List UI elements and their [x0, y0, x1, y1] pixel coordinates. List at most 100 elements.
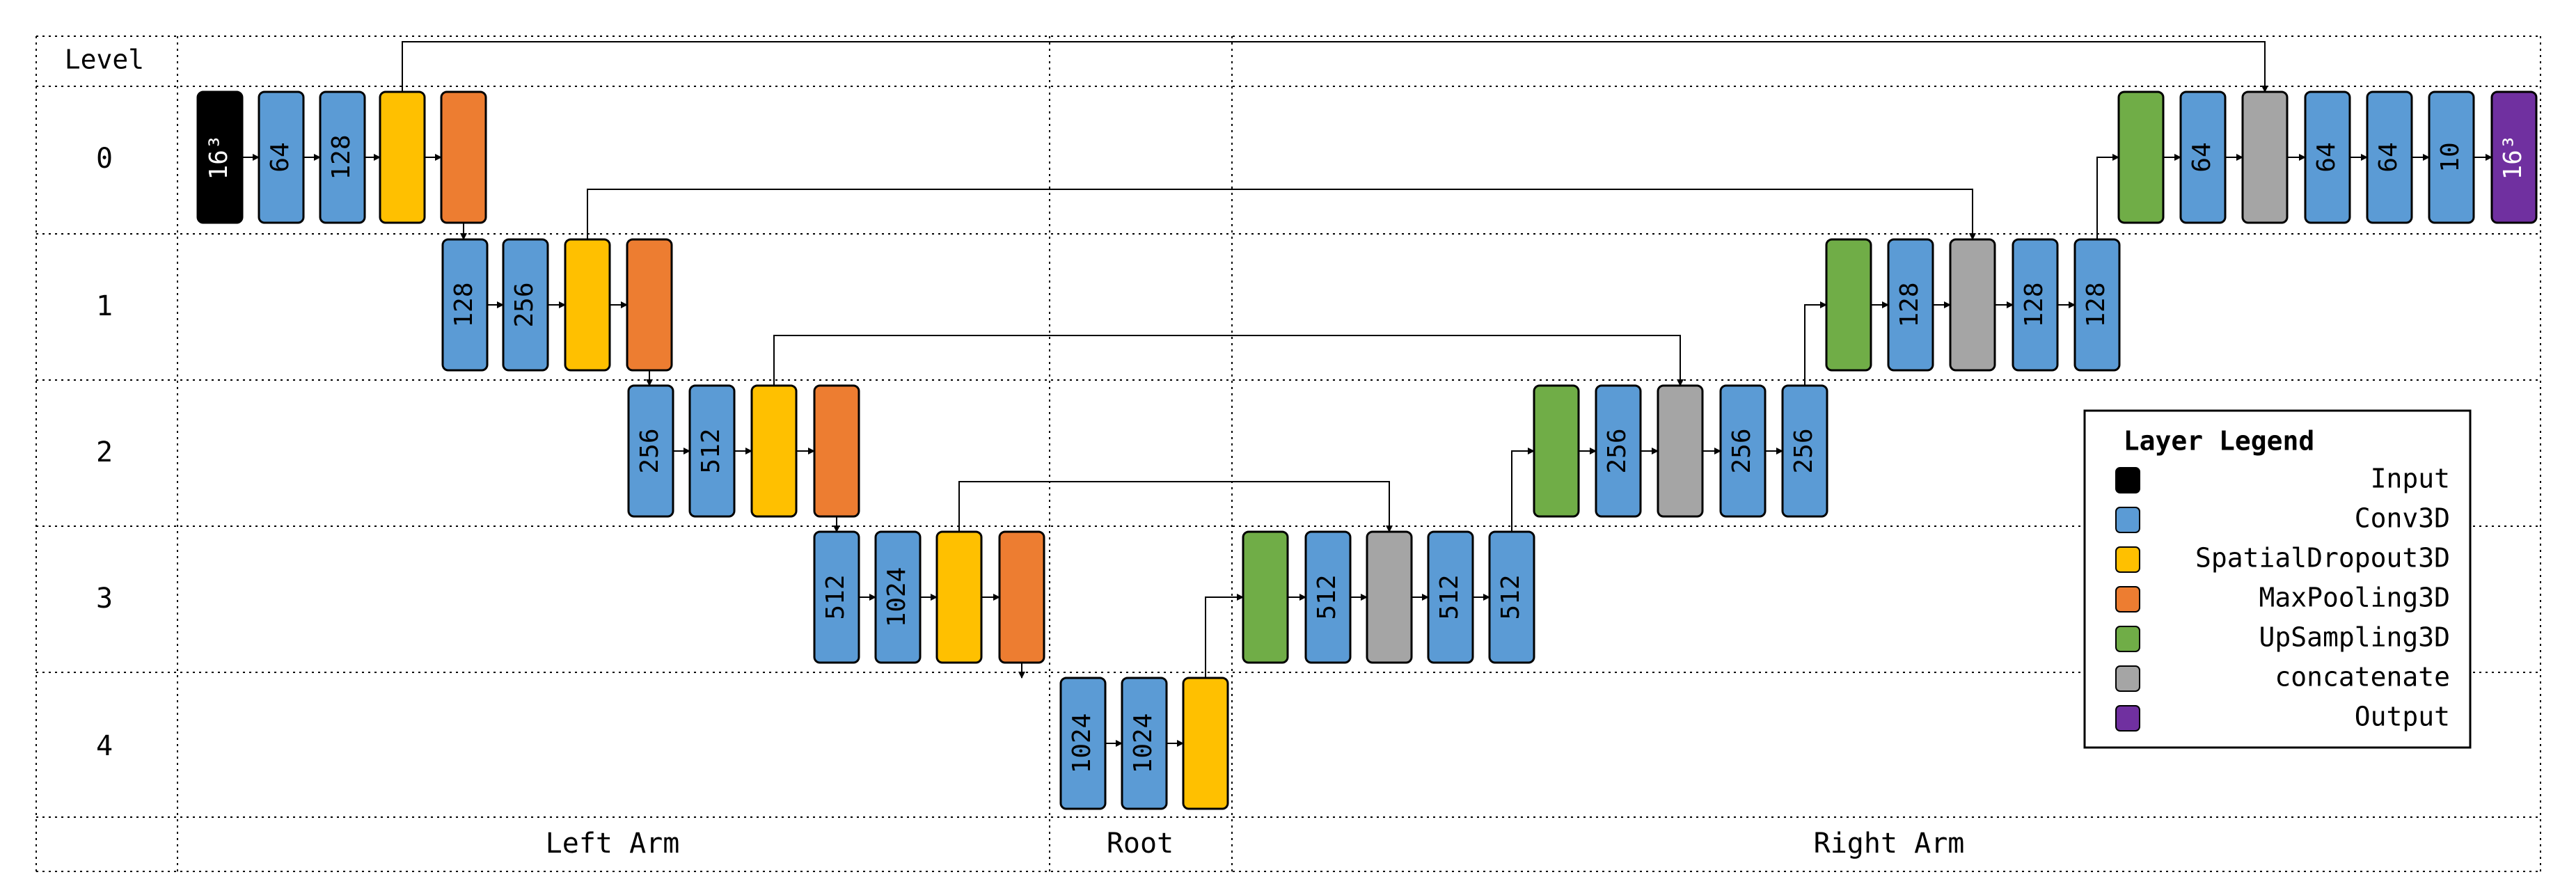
legend-item-upsampling3d: UpSampling3D: [2115, 622, 2450, 653]
block-label: 16³: [205, 134, 233, 180]
block-label: 64: [2312, 142, 2341, 172]
legend-label: concatenate: [2275, 662, 2450, 693]
conv3d-block: [1781, 384, 1828, 518]
block-r0c: 64: [2366, 90, 2413, 224]
block-label: 512: [1313, 574, 1341, 619]
concatenate-block: [1366, 530, 1413, 664]
block-u0: [2117, 90, 2165, 224]
conv3d-block: [813, 530, 860, 664]
block-label: 256: [1728, 428, 1756, 473]
block-c1a: 128: [441, 238, 489, 372]
layer-legend: Layer Legend InputConv3DSpatialDropout3D…: [2083, 409, 2472, 749]
conv3d-block: [688, 384, 736, 518]
legend-item-input: Input: [2115, 464, 2450, 494]
conv3d-block: [874, 530, 922, 664]
block-r3a: 512: [1304, 530, 1352, 664]
upsampling3d-block: [1242, 530, 1289, 664]
block-u2: [1533, 384, 1580, 518]
block-label: 512: [697, 428, 725, 473]
conv3d-block: [2012, 238, 2059, 372]
concatenate-block: [1657, 384, 1704, 518]
conv3d-block: [1595, 384, 1642, 518]
conv3d-block: [1887, 238, 1934, 372]
block-r3b: 512: [1427, 530, 1474, 664]
block-r1b: 128: [2012, 238, 2059, 372]
layer-blocks: 16³ 64 128 128 256 256 512 512 1024 1024 1024 512 51…: [196, 90, 2538, 810]
conv3d-block: [1427, 530, 1474, 664]
block-d0: [379, 90, 426, 224]
input-block: [196, 90, 244, 224]
block-label: 256: [1603, 428, 1631, 473]
conv3d-block: [2366, 90, 2413, 224]
block-label: 128: [1895, 282, 1924, 327]
block-label: 256: [510, 282, 539, 327]
block-p2: [813, 384, 860, 518]
legend-label: Output: [2355, 702, 2450, 732]
right-arm-label: Right Arm: [1814, 828, 1965, 860]
block-label: 1024: [1129, 713, 1157, 774]
block-r1c: 128: [2073, 238, 2121, 372]
block-c2a: 256: [627, 384, 674, 518]
legend-label: MaxPooling3D: [2259, 583, 2450, 613]
block-c3a: 512: [813, 530, 860, 664]
block-r2b: 256: [1719, 384, 1767, 518]
block-c2b: 512: [688, 384, 736, 518]
legend-label: Conv3D: [2355, 503, 2450, 534]
block-label: 512: [1435, 574, 1464, 619]
block-r0a: 64: [2179, 90, 2227, 224]
upsampling3d-block: [1825, 238, 1872, 372]
edge-r1c-u0: [2096, 154, 2119, 239]
legend-item-maxpooling3d: MaxPooling3D: [2115, 583, 2450, 613]
block-k1: [1949, 238, 1996, 372]
block-label: 256: [1789, 428, 1818, 473]
block-label: 1024: [883, 567, 911, 628]
block-k3: [1366, 530, 1413, 664]
edge-r3c-u2: [1511, 448, 1535, 532]
legend-item-concatenate: concatenate: [2115, 662, 2450, 693]
maxpooling3d-block: [440, 90, 487, 224]
block-p0: [440, 90, 487, 224]
block-label: 64: [2374, 142, 2403, 172]
block-label: 128: [450, 282, 478, 327]
spatialdropout3d-block: [564, 238, 611, 372]
block-label: 128: [2020, 282, 2048, 327]
root-label: Root: [1107, 828, 1174, 860]
block-r0d: 10: [2428, 90, 2475, 224]
legend-swatch: [2115, 705, 2140, 732]
legend-label: UpSampling3D: [2259, 622, 2450, 653]
block-d4: [1182, 677, 1229, 810]
conv3d-block: [319, 90, 366, 224]
maxpooling3d-block: [626, 238, 673, 372]
conv3d-block: [1488, 530, 1535, 664]
output-block: [2490, 90, 2538, 224]
legend-item-output: Output: [2115, 702, 2450, 732]
legend-items: InputConv3DSpatialDropout3DMaxPooling3DU…: [2115, 464, 2450, 732]
edge-d1-k1: [587, 189, 1976, 240]
block-r2a: 256: [1595, 384, 1642, 518]
conv3d-block: [502, 238, 549, 372]
conv3d-block: [2428, 90, 2475, 224]
legend-swatch: [2115, 507, 2140, 533]
level-label-2: 2: [96, 436, 113, 468]
block-r2c: 256: [1781, 384, 1828, 518]
legend-swatch: [2115, 586, 2140, 613]
maxpooling3d-block: [813, 384, 860, 518]
block-c4b: 1024: [1121, 677, 1168, 810]
maxpooling3d-block: [998, 530, 1045, 664]
upsampling3d-block: [2117, 90, 2165, 224]
block-u3: [1242, 530, 1289, 664]
spatialdropout3d-block: [750, 384, 798, 518]
block-label: 16³: [2499, 134, 2527, 180]
legend-swatch: [2115, 546, 2140, 573]
upsampling3d-block: [1533, 384, 1580, 518]
block-u1: [1825, 238, 1872, 372]
block-p3: [998, 530, 1045, 664]
level-label-4: 4: [96, 730, 113, 762]
block-label: 512: [1496, 574, 1525, 619]
block-r0b: 64: [2304, 90, 2351, 224]
legend-frame: [2083, 409, 2472, 749]
block-c4a: 1024: [1059, 677, 1107, 810]
block-label: 64: [266, 142, 294, 172]
block-c0b: 128: [319, 90, 366, 224]
